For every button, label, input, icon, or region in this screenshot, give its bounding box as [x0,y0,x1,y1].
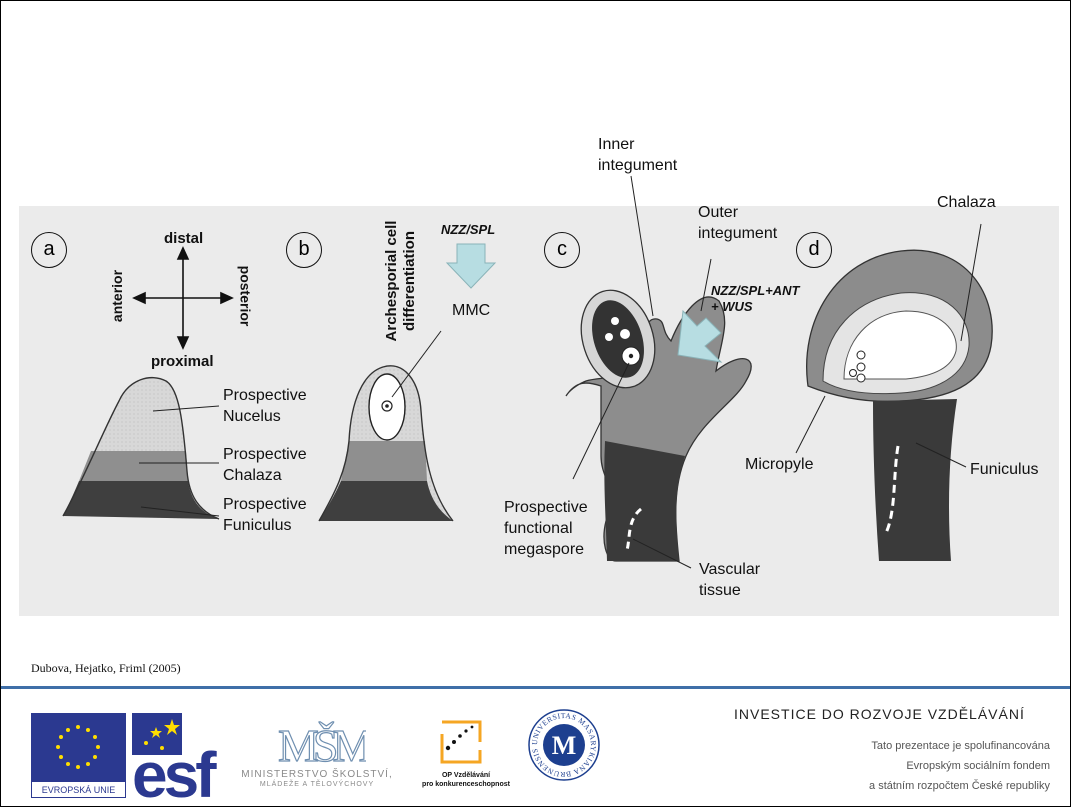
op-caption: OP Vzdělávání pro konkurenceschopnost [422,772,510,788]
panel-b-primordium [318,243,497,522]
label-mmc: MMC [452,302,491,319]
masaryk-university-seal: UNIVERSITAS MASARYKIANA BRUNENSIS M [527,708,601,782]
op-vzdelavani-logo [434,714,494,769]
msmt-logo: MŠMT [266,709,402,771]
panel-label-a: a [31,232,67,268]
panel-a-primordium [62,376,220,520]
panel-c-ovule [565,175,752,569]
label-micropyle: Micropyle [745,456,814,473]
axis-proximal-label: proximal [151,353,214,370]
axis-distal-label: distal [164,230,204,247]
axis-anterior-label: anterior [109,269,126,323]
svg-text:esf: esf [132,739,217,798]
eu-flag-logo [31,713,126,781]
gene-nzz-spl-label: NZZ/SPL [441,222,496,237]
label-chalaza: Chalaza [937,194,996,211]
svg-text:M: M [552,731,577,760]
esf-logo: esf [132,713,229,806]
orientation-axes [132,246,234,350]
footer-line-1: Tato prezentace je spolufinancována [871,740,1050,752]
archesporial-title: Archesporial cell differentiation [383,220,418,342]
footer-line-3: a státním rozpočtem České republiky [869,780,1050,792]
footer-title: INVESTICE DO ROZVOJE VZDĚLÁVÁNÍ [734,706,1025,722]
panel-d-ovule [795,223,993,561]
footer-line-2: Evropským sociálním fondem [906,760,1050,772]
axis-posterior-label: posterior [237,265,254,327]
svg-text:MŠMT: MŠMT [278,720,366,767]
eu-caption: EVROPSKÁ UNIE [31,781,126,798]
label-funiculus: Funiculus [970,461,1039,478]
panel-label-c: c [544,232,580,268]
footer-divider [1,686,1070,689]
msmt-caption: MINISTERSTVO ŠKOLSTVÍ, MLÁDEŽE A TĚLOVÝC… [241,769,393,789]
citation: Dubova, Hejatko, Friml (2005) [31,661,181,675]
panel-label-b: b [286,232,322,268]
eu-stars-icon [56,725,100,769]
panel-label-d: d [796,232,832,268]
